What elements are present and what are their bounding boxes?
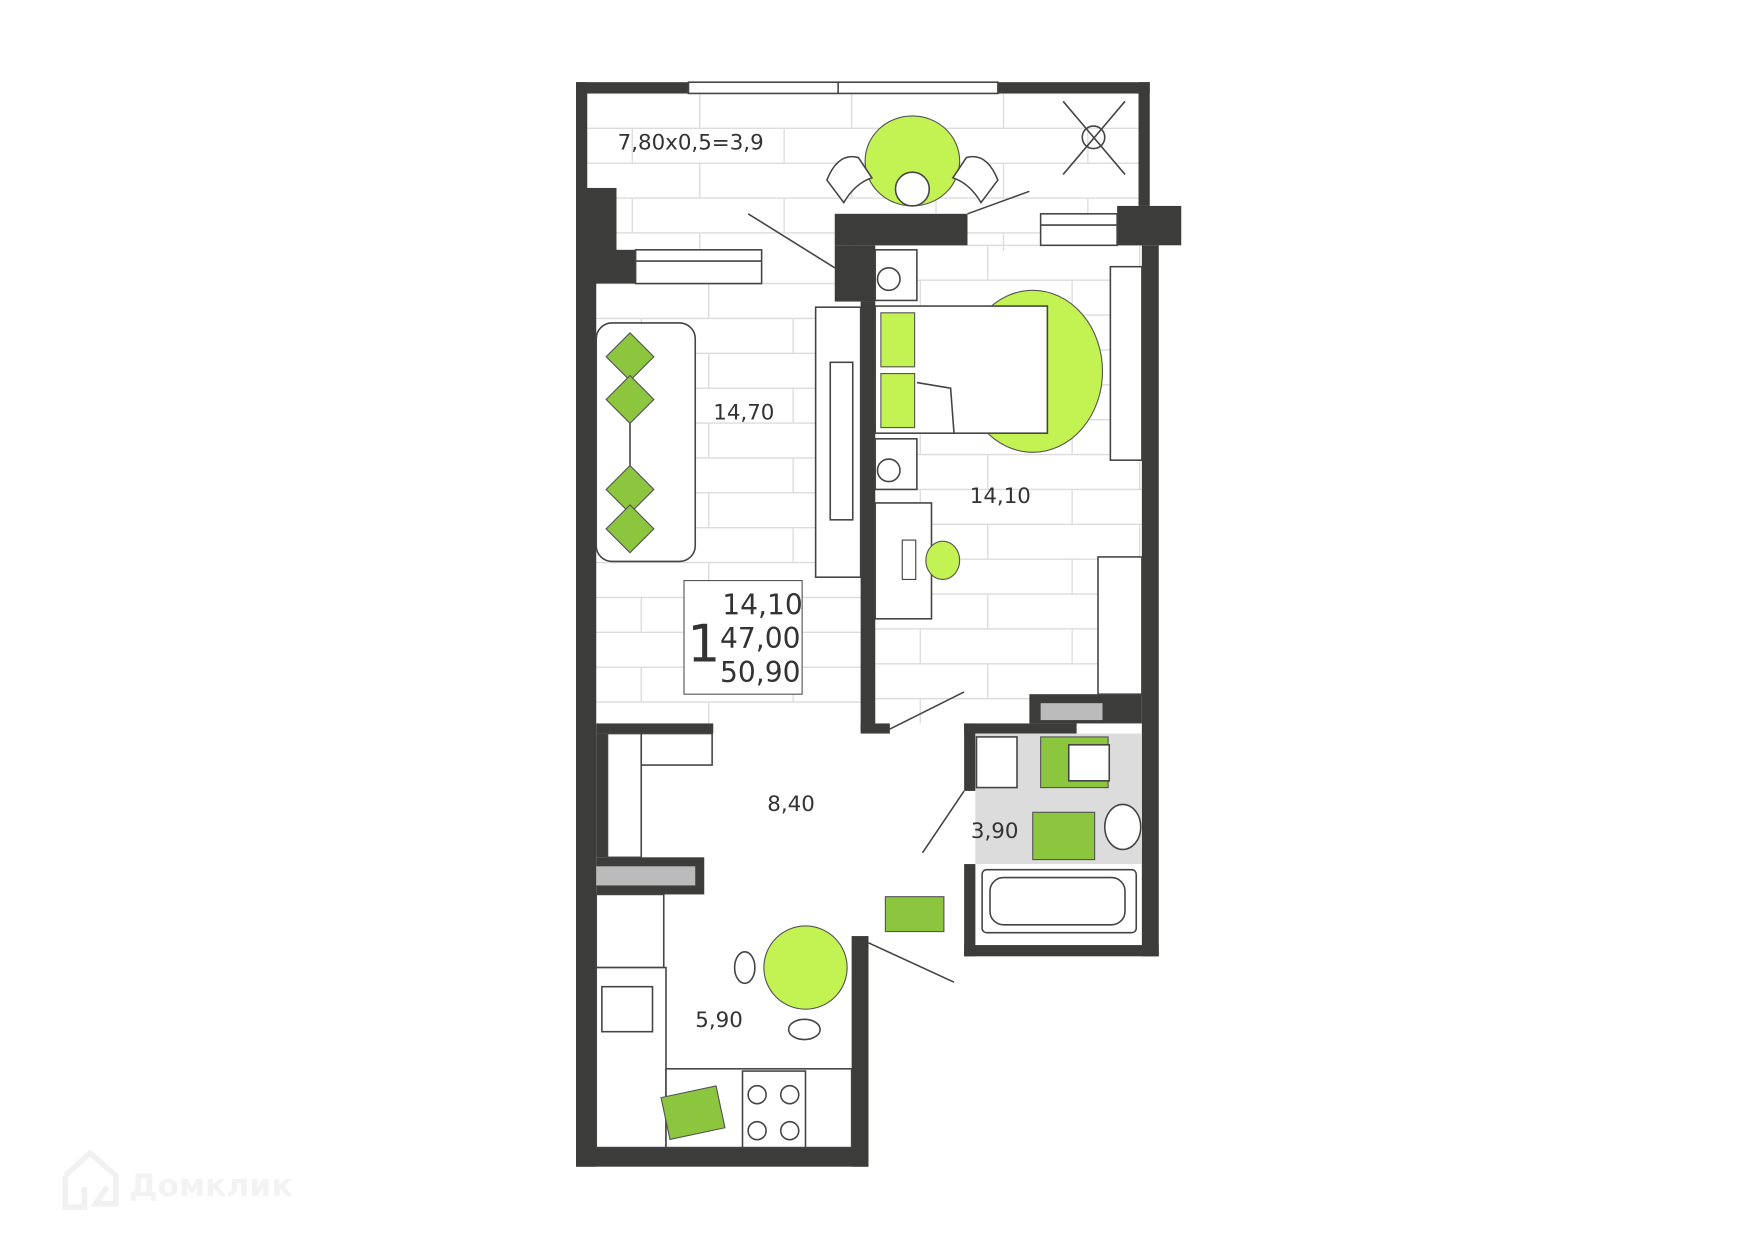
desk [874, 502, 961, 620]
watermark-text: Домклик [129, 1168, 292, 1204]
windows [596, 81, 1118, 886]
bed [874, 249, 1104, 491]
shoe-rack [640, 732, 713, 766]
bedroom-area-label: 14,10 [970, 484, 1031, 509]
summary-box: 1 14,10 47,00 50,90 [683, 580, 803, 695]
bathroom [975, 733, 1142, 934]
hall-area-label: 8,40 [767, 792, 815, 817]
balcony-area-label: 7,80x0,5=3,9 [618, 131, 764, 156]
doors [747, 190, 1030, 983]
sofa [595, 322, 697, 563]
doormat [884, 896, 945, 933]
living-room-area-label: 14,70 [713, 401, 774, 426]
kitchen [595, 893, 853, 1149]
plant-icon [1062, 100, 1126, 175]
tv-stand [814, 306, 862, 578]
kitchen-area-label: 5,90 [695, 1008, 743, 1033]
bedroom-closet [1097, 556, 1143, 695]
total-area-with-balcony: 50,90 [720, 656, 800, 689]
bathroom-area-label: 3,90 [971, 819, 1019, 844]
wardrobe [1109, 265, 1143, 461]
living-area-total: 14,10 [722, 588, 802, 621]
hall-closet [606, 732, 643, 859]
domclick-watermark: Домклик [62, 1149, 293, 1210]
rooms-count: 1 [687, 615, 720, 675]
total-area: 47,00 [720, 622, 800, 655]
balcony-table [825, 115, 999, 207]
house-logo-icon [62, 1149, 119, 1210]
